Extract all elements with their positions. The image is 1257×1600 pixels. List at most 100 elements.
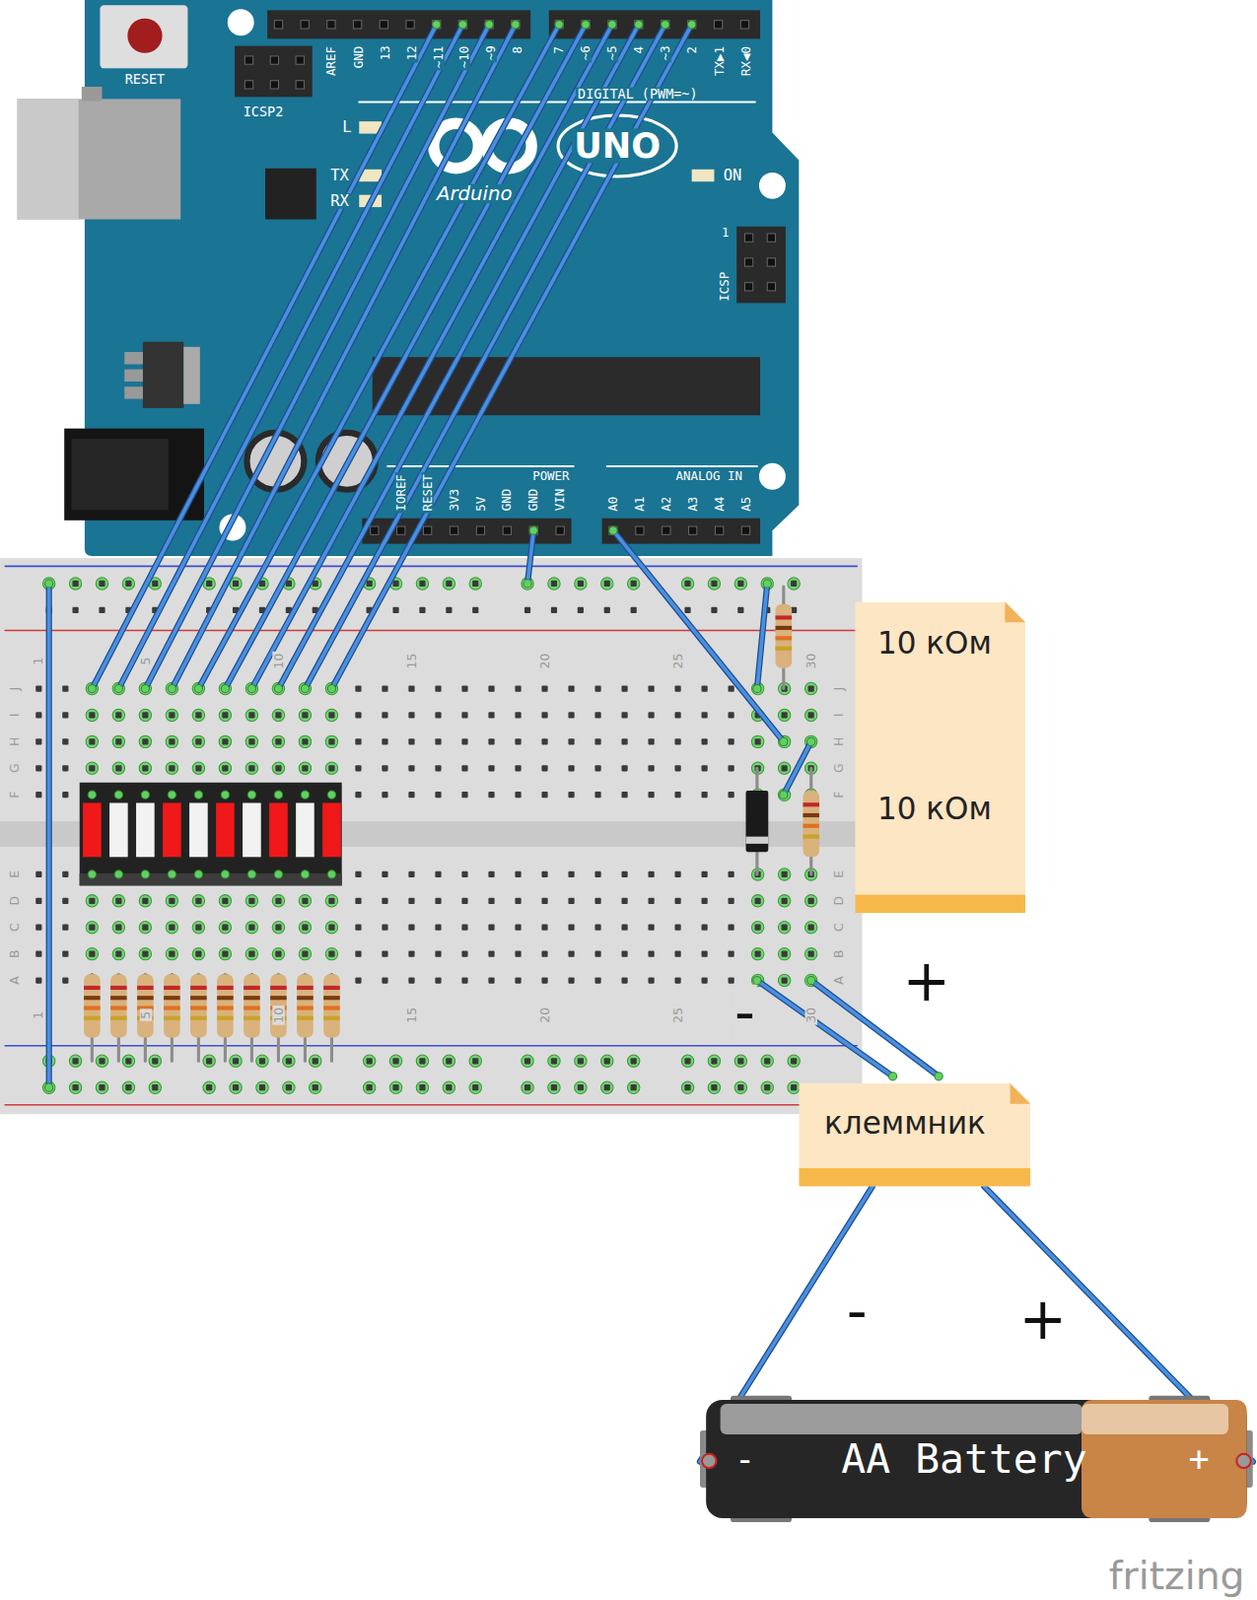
hole (62, 898, 69, 905)
hole-highlight (85, 762, 98, 774)
hole (445, 580, 452, 587)
hole-highlight (139, 762, 151, 774)
hole (381, 951, 388, 958)
pin-dot (327, 790, 336, 799)
hole-highlight (325, 947, 338, 960)
column-number: 20 (538, 651, 551, 672)
header-pin (740, 20, 749, 29)
column-number: 1 (32, 655, 45, 668)
pin-dot (247, 870, 256, 879)
hole (445, 607, 452, 614)
hole-highlight (245, 735, 258, 748)
hole (604, 580, 611, 587)
hole (567, 898, 574, 905)
hole-highlight (122, 1081, 135, 1094)
hole (630, 1084, 637, 1091)
hole (647, 685, 654, 692)
hole (88, 711, 95, 718)
hole (567, 765, 574, 771)
hole (728, 924, 735, 931)
hole (808, 951, 815, 958)
note-paper (854, 602, 1026, 914)
hole (301, 711, 308, 718)
hole (354, 871, 361, 878)
hole (488, 871, 494, 878)
hole (764, 1084, 770, 1091)
hole (472, 1057, 479, 1064)
pin-label: A4 (712, 494, 725, 514)
jumper-wire (523, 526, 538, 588)
jumper-wire (140, 20, 493, 694)
hole-highlight (139, 921, 151, 934)
header-pin (635, 526, 644, 535)
pin-dot (114, 870, 123, 879)
pin-dot (167, 790, 176, 799)
hole (674, 685, 681, 692)
hole-highlight (256, 1081, 269, 1094)
hole (98, 607, 105, 614)
reset-button (99, 4, 188, 69)
hole-highlight (325, 921, 338, 934)
hole (674, 898, 681, 905)
hole (115, 951, 122, 958)
hole-highlight (218, 762, 231, 774)
hole (790, 580, 797, 587)
hole (514, 765, 521, 771)
hole (524, 1057, 531, 1064)
battery: -AA Battery+ (699, 1390, 1254, 1530)
row-letter: G (832, 761, 844, 775)
hole (381, 898, 388, 905)
hole-highlight (139, 708, 151, 721)
pin-dot (140, 790, 149, 799)
header-pin (744, 233, 753, 242)
wire-end (194, 684, 203, 693)
node-text: - (734, 1440, 756, 1479)
pin-label: ~5 (606, 43, 619, 63)
hole (328, 711, 335, 718)
hole-highlight (272, 947, 284, 960)
led-segment (269, 802, 288, 857)
hole (275, 898, 281, 905)
resistor-lead (117, 1037, 121, 1061)
mount-hole (759, 172, 786, 200)
wire-end (511, 20, 520, 29)
wire-end (114, 684, 123, 693)
wire-end (167, 684, 176, 693)
hole (312, 1084, 319, 1091)
wire-end (888, 1072, 897, 1081)
hole (62, 871, 69, 878)
hole (275, 951, 281, 958)
hole (408, 738, 415, 745)
resistor-band (163, 1016, 181, 1021)
resistor-band (243, 995, 261, 1000)
header-pin (556, 526, 564, 535)
hole (62, 977, 69, 983)
led-segment (322, 802, 342, 857)
hole-highlight (804, 947, 817, 960)
note-fold (1004, 602, 1026, 624)
hole-highlight (192, 921, 205, 934)
wire-end (274, 684, 282, 693)
hole-highlight (734, 1081, 747, 1094)
led-segment (109, 802, 129, 857)
wire-end (458, 20, 467, 29)
hole (354, 711, 361, 718)
wire-end (581, 20, 590, 29)
hole (808, 924, 815, 931)
hole (381, 685, 388, 692)
hole (88, 738, 95, 745)
node-text: 10 кОм (877, 626, 992, 660)
row-letter: I (7, 711, 20, 720)
hole (514, 924, 521, 931)
jumper-wire (114, 20, 467, 694)
hole (621, 951, 628, 958)
hole (541, 871, 548, 878)
hole (461, 951, 468, 958)
diode-body (746, 790, 769, 852)
hole (195, 738, 202, 745)
header-pin (300, 20, 309, 29)
row-letter: E (832, 868, 844, 881)
wire-end (45, 579, 54, 588)
pin-label: GND (500, 487, 513, 514)
wire-core (198, 24, 559, 690)
